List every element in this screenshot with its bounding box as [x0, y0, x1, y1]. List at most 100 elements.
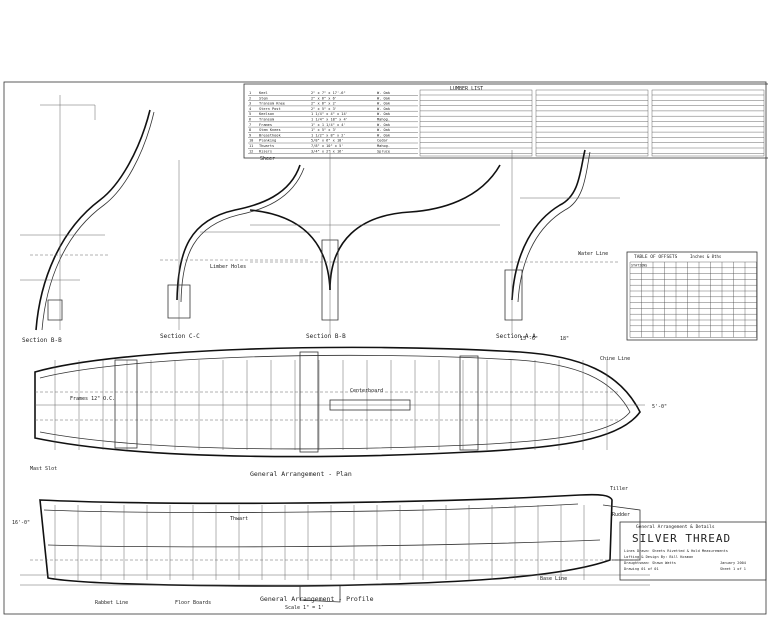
lumber-cell: 2" x 5" x 3': [311, 107, 337, 111]
lumber-cell: Keel: [259, 91, 268, 95]
plan-centerboard: [329, 399, 411, 411]
lumber-column-block: [651, 89, 765, 157]
lumber-column-block: [535, 89, 649, 157]
lumber-column-block: [419, 89, 533, 157]
lumber-cell: Cedar: [377, 139, 389, 143]
base-line-label: Base Line: [540, 576, 567, 582]
profile-scale: Scale 1" = 1': [285, 605, 324, 611]
annot-limber-holes: Limber Holes: [210, 264, 246, 270]
offsets-title: TABLE OF OFFSETS: [634, 254, 678, 260]
lumber-cell: W. Oak: [377, 123, 391, 127]
plan-thwart-1: [114, 359, 138, 449]
title-line-3: Draughtsman: Shawn Watts: [624, 561, 676, 565]
section-bb-center: Section B-B: [249, 150, 501, 340]
section-cc: Section C-C: [160, 160, 320, 340]
lumber-cell: 9: [249, 133, 251, 137]
title-line-2: Lofting & Design By: Bill Kosman: [624, 555, 693, 559]
lumber-cell: Stern Post: [259, 107, 281, 111]
lumber-cell: Transom: [259, 118, 274, 122]
lumber-cell: 1" x 1 1/4" x 4': [311, 123, 346, 127]
lumber-cell: W. Oak: [377, 133, 391, 137]
section-bb-label: Section B-B: [22, 337, 62, 344]
lumber-cell: Planking: [259, 139, 276, 143]
lumber-cell: 3/4" x 2" x 16': [311, 149, 343, 153]
lumber-cell: W. Oak: [377, 96, 391, 100]
plan-label: General Arrangement - Plan: [250, 470, 352, 478]
annot-thwart: Thwart: [230, 516, 248, 522]
lumber-cell: 7/8" x 10" x 5': [311, 144, 343, 148]
section-aa: Section A-A: [496, 149, 620, 340]
lumber-cell: 12: [249, 149, 253, 153]
lumber-cell: 3: [249, 102, 251, 106]
profile-view: General Arrangement - Profile Scale 1" =…: [12, 493, 650, 611]
annot-rudder: Rudder: [612, 512, 630, 518]
plan-station-spacing: 18": [560, 336, 569, 342]
plan-view: General Arrangement - Plan 15'-6" 18": [34, 336, 645, 478]
lumber-cell: W. Oak: [377, 91, 391, 95]
annot-water-line: Water Line: [578, 251, 608, 257]
lumber-cell: Breasthook: [259, 133, 281, 137]
annot-sheer: Sheer: [260, 156, 275, 162]
section-b2-label: Section B-B: [306, 333, 346, 340]
profile-mast-label: 16'-0": [12, 520, 30, 526]
rabbet-line-label: Rabbet Line: [95, 600, 128, 606]
lumber-cell: Stem Knees: [259, 128, 281, 132]
lumber-cell: 10: [249, 139, 253, 143]
lumber-list-table: LUMBER LIST 1 Keel 2" x 7" x 17'-6" W. Oak 2…: [243, 83, 768, 159]
annot-frames: Frames 12" O.C.: [70, 396, 115, 402]
lumber-cell: Spruce: [377, 149, 390, 153]
profile-label: General Arrangement - Profile: [260, 595, 374, 603]
floor-boards-label: Floor Boards: [175, 600, 211, 606]
plan-frames: [54, 360, 608, 450]
lumber-cell: Transom Knee: [259, 102, 285, 106]
lumber-cell: W. Oak: [377, 102, 391, 106]
lumber-cell: Stem: [259, 96, 268, 100]
profile-frames: [54, 505, 585, 580]
sheet-border: [3, 81, 767, 615]
plan-loa: 15'-6": [520, 336, 538, 342]
lumber-cell: Risers: [259, 149, 272, 153]
lumber-cell: 1 1/4" x 4" x 14': [311, 112, 348, 116]
lumber-cell: 1 1/2" x 8" x 2': [311, 133, 346, 137]
lumber-cell: 1: [249, 91, 251, 95]
plan-thwart-2: [299, 351, 319, 453]
lumber-cell: W. Oak: [377, 112, 391, 116]
title-block: General Arrangement & Details SILVER THR…: [619, 521, 767, 581]
plan-thwart-3: [459, 355, 479, 451]
drawing-subtitle: General Arrangement & Details: [636, 524, 715, 530]
lumber-cell: 2" x 7" x 17'-6": [311, 91, 346, 95]
annot-tiller: Tiller: [610, 486, 628, 492]
lumber-cell: 1" x 5" x 3': [311, 128, 337, 132]
lumber-cell: 11: [249, 144, 253, 148]
drawing-title: SILVER THREAD: [632, 532, 731, 545]
lumber-cell: 2" x 6" x 2': [311, 102, 337, 106]
section-aa-label: Section A-A: [496, 333, 536, 340]
lumber-cell: 5/8" x 6" x 18': [311, 139, 343, 143]
annot-centerboard: Centerboard: [350, 388, 383, 394]
table-of-offsets: TABLE OF OFFSETS Inches & 8ths STATIONS: [626, 251, 758, 341]
section-cc-label: Section C-C: [160, 333, 200, 340]
lumber-cell: 2: [249, 96, 251, 100]
lumber-cell: 1 1/4" x 18" x 4': [311, 118, 348, 122]
title-line-4: Drawing 01 of 01: [624, 567, 659, 571]
drawing-sheet: Sheet 1 of 1: [720, 567, 746, 571]
lumber-cell: 7: [249, 123, 251, 127]
lumber-cell: 2" x 6" x 6': [311, 96, 337, 100]
lumber-cell: 8: [249, 128, 251, 132]
section-bb-left: Section B-B: [20, 95, 155, 344]
drawing-date: January 2004: [720, 561, 746, 565]
lumber-cell: W. Oak: [377, 107, 391, 111]
offsets-subtitle: Inches & 8ths: [690, 254, 722, 259]
lumber-cell: Thwarts: [259, 144, 274, 148]
lumber-cell: Keelson: [259, 112, 274, 116]
title-line-1: Lines Drawn: Sheets Rivetted & Hold Meas…: [624, 549, 728, 553]
lumber-cell: Mahog.: [377, 118, 390, 122]
annot-chine-line: Chine Line: [600, 356, 630, 362]
lumber-cell: 4: [249, 107, 251, 111]
lumber-cell: Mahog.: [377, 144, 390, 148]
lumber-list-title: LUMBER LIST: [450, 86, 483, 92]
annot-beam: 5'-0": [652, 404, 667, 410]
offsets-header: STATIONS: [631, 263, 647, 267]
lumber-cell: W. Oak: [377, 128, 391, 132]
